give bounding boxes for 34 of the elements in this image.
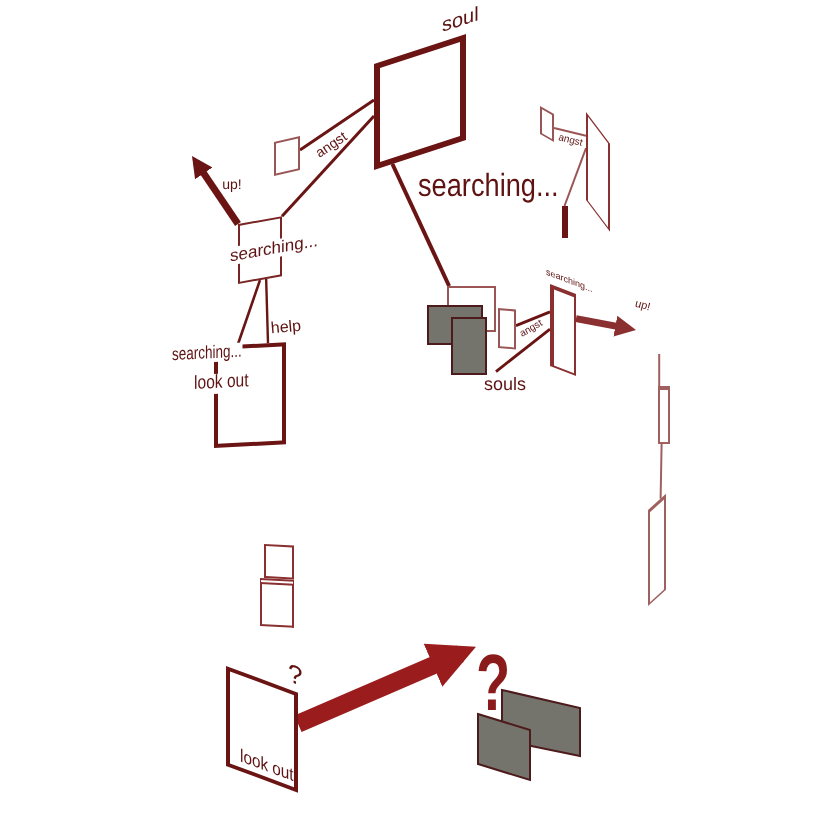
frame [540, 106, 554, 143]
frame [658, 386, 670, 444]
node-label: searching... [172, 342, 242, 365]
connector-line [299, 98, 375, 152]
connector-line [390, 163, 451, 287]
frame [226, 666, 298, 793]
connector-line [236, 279, 262, 346]
node-label: look out [194, 372, 249, 395]
frame [498, 308, 516, 350]
connector-line [280, 114, 376, 218]
connector-line [659, 443, 663, 500]
node-label: look out [240, 747, 294, 785]
question-mark: ? [476, 644, 511, 724]
connector-line [515, 310, 551, 327]
frame [264, 544, 294, 580]
connector-line [553, 127, 587, 137]
question-mark: ? [288, 658, 303, 691]
arrow [192, 156, 241, 226]
node-caption: searching... [418, 172, 559, 204]
edge-label: help [270, 318, 302, 338]
tiles-illustration [426, 286, 496, 378]
node-label: soul [442, 5, 479, 38]
node-caption: souls [484, 376, 527, 394]
marker-bar [562, 206, 567, 238]
frame [586, 112, 610, 232]
frame [274, 136, 300, 176]
frame [648, 493, 666, 606]
frame [260, 578, 294, 628]
connector-line [264, 279, 270, 344]
arrow [575, 315, 636, 337]
block-arrow [294, 643, 476, 732]
connector-line [658, 353, 661, 387]
connector-line [495, 328, 551, 373]
connector-line [563, 147, 587, 207]
